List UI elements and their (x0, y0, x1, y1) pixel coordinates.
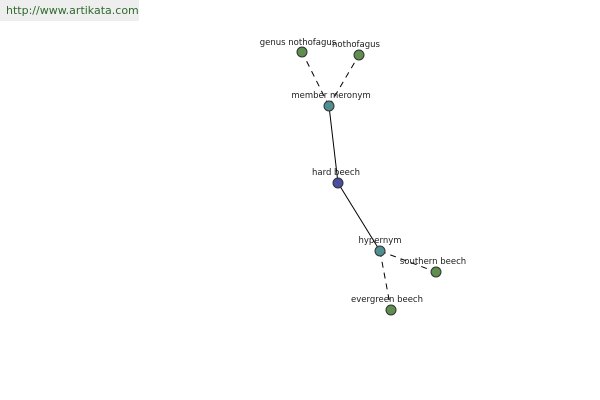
node-label-evergreen-beech: evergreen beech (351, 295, 423, 305)
edges-layer (301, 51, 437, 311)
edge-hard-beech-to-hypernym (337, 182, 381, 252)
node-label-hypernym: hypernym (358, 236, 401, 246)
node-label-member-meronym: member meronym (291, 91, 370, 101)
node-marker-hypernym[interactable] (374, 245, 386, 257)
node-label-genus-nothofagus: genus nothofagus (260, 38, 337, 48)
url-banner: http://www.artikata.com (0, 0, 139, 21)
node-label-hard-beech: hard beech (312, 168, 360, 178)
node-marker-southern-beech[interactable] (430, 266, 442, 278)
node-genus-nothofagus[interactable]: genus nothofagus (260, 38, 337, 58)
node-label-southern-beech: southern beech (400, 257, 466, 267)
node-member-meronym[interactable]: member meronym (291, 91, 371, 112)
node-marker-nothofagus[interactable] (353, 49, 365, 61)
edge-hypernym-to-southern-beech (379, 250, 437, 273)
edge-member-meronym-to-nothofagus (328, 54, 360, 107)
node-marker-hard-beech[interactable] (332, 177, 344, 189)
node-evergreen-beech[interactable]: evergreen beech (351, 295, 423, 316)
website-link[interactable]: http://www.artikata.com (6, 4, 139, 17)
node-label-nothofagus: nothofagus (332, 40, 380, 50)
edge-hard-beech-to-member-meronym (328, 105, 339, 184)
node-marker-genus-nothofagus[interactable] (296, 46, 308, 58)
node-marker-evergreen-beech[interactable] (385, 304, 397, 316)
node-nothofagus[interactable]: nothofagus (332, 40, 381, 61)
node-hard-beech[interactable]: hard beech (312, 168, 360, 189)
node-hypernym[interactable]: hypernym (358, 236, 402, 257)
node-marker-member-meronym[interactable] (323, 100, 335, 112)
node-southern-beech[interactable]: southern beech (400, 257, 466, 278)
